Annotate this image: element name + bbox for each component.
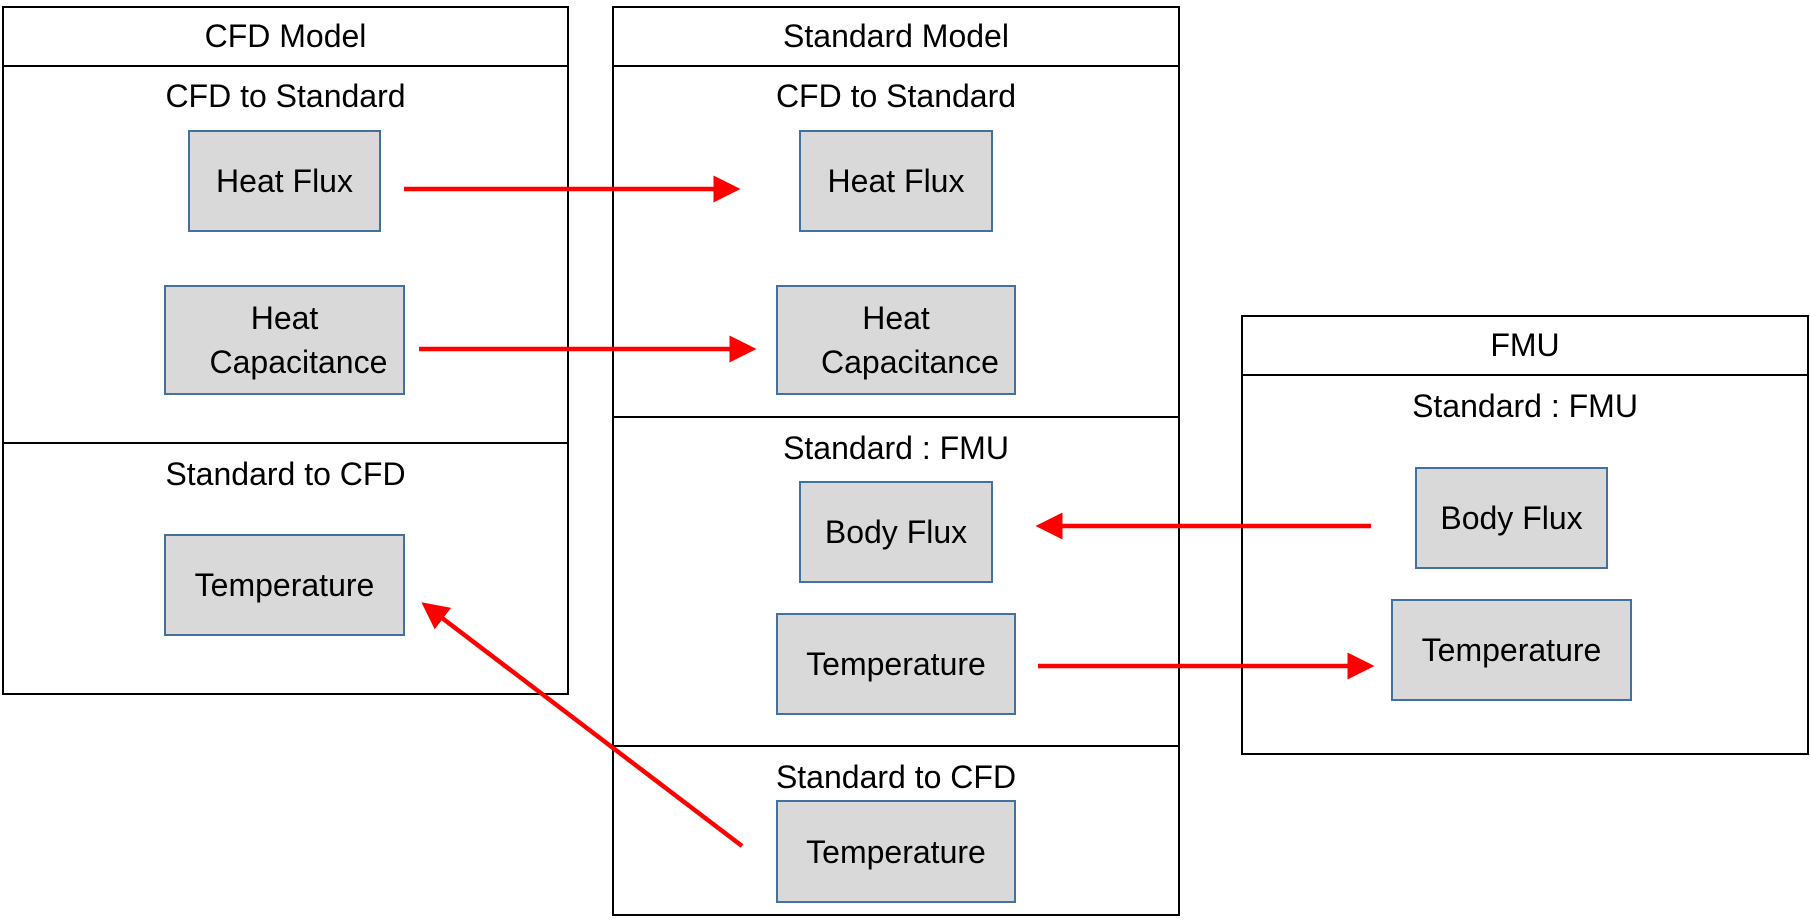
- standard-node-temperature-cfd-label: Temperature: [806, 833, 986, 870]
- standard-node-temperature-fmu-label: Temperature: [806, 646, 986, 682]
- cfd-model-header-divider: [2, 65, 569, 67]
- fmu-node-temperature-label: Temperature: [1421, 632, 1602, 668]
- standard-model-title: Standard Model: [783, 18, 1009, 54]
- cfd-node-temperature-label: Temperature: [194, 567, 375, 603]
- fmu-node-body-flux-label: Body Flux: [1440, 500, 1583, 536]
- standard-section-standard-to-cfd-title: Standard to CFD: [775, 759, 1017, 795]
- standard-section-divider-1: [612, 416, 1180, 418]
- cfd-node-heat-flux: Heat Flux: [188, 130, 381, 232]
- cfd-node-temperature: Temperature: [164, 534, 405, 636]
- fmu-section-standard-fmu-title: Standard : FMU: [1412, 388, 1638, 424]
- standard-node-heat-capacitance-label: Heat Capacitance: [821, 300, 999, 380]
- standard-node-temperature-cfd: Temperature: [776, 800, 1016, 903]
- standard-node-body-flux-label: Body Flux: [824, 514, 968, 550]
- standard-node-body-flux: Body Flux: [799, 481, 993, 583]
- cfd-section-standard-to-cfd-title: Standard to CFD: [165, 456, 406, 492]
- cfd-node-heat-capacitance-label: Heat Capacitance: [209, 300, 388, 380]
- fmu-header-divider: [1241, 374, 1809, 376]
- fmu-node-body-flux: Body Flux: [1415, 467, 1608, 569]
- standard-model-header-divider: [612, 65, 1180, 67]
- standard-node-heat-flux: Heat Flux: [799, 130, 993, 232]
- standard-section-divider-2: [612, 745, 1180, 747]
- fmu-node-temperature: Temperature: [1391, 599, 1632, 701]
- standard-section-cfd-to-standard-title: CFD to Standard: [775, 78, 1017, 114]
- fmu-title: FMU: [1490, 327, 1560, 363]
- standard-node-heat-capacitance: Heat Capacitance: [776, 285, 1016, 395]
- cfd-node-heat-capacitance: Heat Capacitance: [164, 285, 405, 395]
- standard-node-heat-flux-label: Heat Flux: [827, 163, 965, 199]
- cfd-section-divider: [2, 442, 569, 444]
- cfd-section-cfd-to-standard-title: CFD to Standard: [165, 78, 406, 114]
- cfd-model-title: CFD Model: [204, 18, 367, 54]
- standard-section-standard-fmu-title: Standard : FMU: [783, 430, 1009, 466]
- standard-node-temperature-fmu: Temperature: [776, 613, 1016, 715]
- cfd-node-heat-flux-label: Heat Flux: [216, 163, 353, 199]
